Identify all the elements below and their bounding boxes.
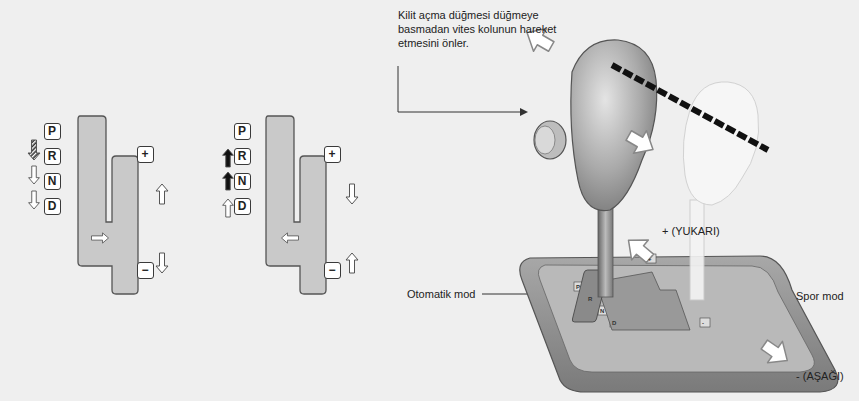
gate-diagram: [223, 116, 358, 294]
gear-letter: +: [141, 148, 148, 160]
part-label: Spor mod: [796, 289, 844, 303]
gear-letter: D: [238, 200, 247, 212]
gear-letter: −: [141, 264, 148, 276]
gear-letter-box: P: [44, 123, 61, 140]
gear-letter: D: [48, 200, 57, 212]
gate-diagram: [28, 116, 168, 294]
plate-marking: +: [648, 256, 652, 262]
plate-marking: N: [600, 308, 604, 314]
shift-plate: [520, 254, 838, 392]
gear-letter-box: R: [234, 148, 251, 165]
gear-letter-box: N: [44, 173, 61, 190]
shift-lever: [534, 40, 768, 297]
part-label: + (YUKARI): [662, 224, 720, 238]
plate-marking: R: [588, 296, 592, 302]
gear-letter: +: [328, 148, 335, 160]
plate-marking: -: [702, 320, 704, 326]
part-label: Otomatik mod: [407, 287, 475, 301]
gear-letter: P: [238, 125, 246, 137]
gear-letter: N: [48, 175, 57, 187]
callout-note: Kilit açma düğmesi düğmeye basmadan vite…: [398, 8, 590, 50]
gear-letter-box: −: [324, 262, 341, 279]
part-label: - (AŞAĞI): [796, 369, 844, 383]
gear-letter: R: [48, 150, 57, 162]
plate-marking: D: [612, 320, 616, 326]
gear-letter-box: D: [234, 198, 251, 215]
motion-arrow: [521, 21, 795, 371]
gear-letter: R: [238, 150, 247, 162]
gear-letter: P: [48, 125, 56, 137]
gear-letter-box: −: [137, 262, 154, 279]
ghost-shift-lever: [683, 82, 758, 300]
gear-letter-box: N: [234, 173, 251, 190]
gear-letter-box: R: [44, 148, 61, 165]
gear-letter-box: D: [44, 198, 61, 215]
gear-letter-box: +: [324, 146, 341, 163]
gear-letter-box: P: [234, 123, 251, 140]
plate-marking: P: [576, 284, 580, 290]
gear-letter: −: [328, 264, 335, 276]
gear-letter-box: +: [137, 146, 154, 163]
gear-letter: N: [238, 175, 247, 187]
